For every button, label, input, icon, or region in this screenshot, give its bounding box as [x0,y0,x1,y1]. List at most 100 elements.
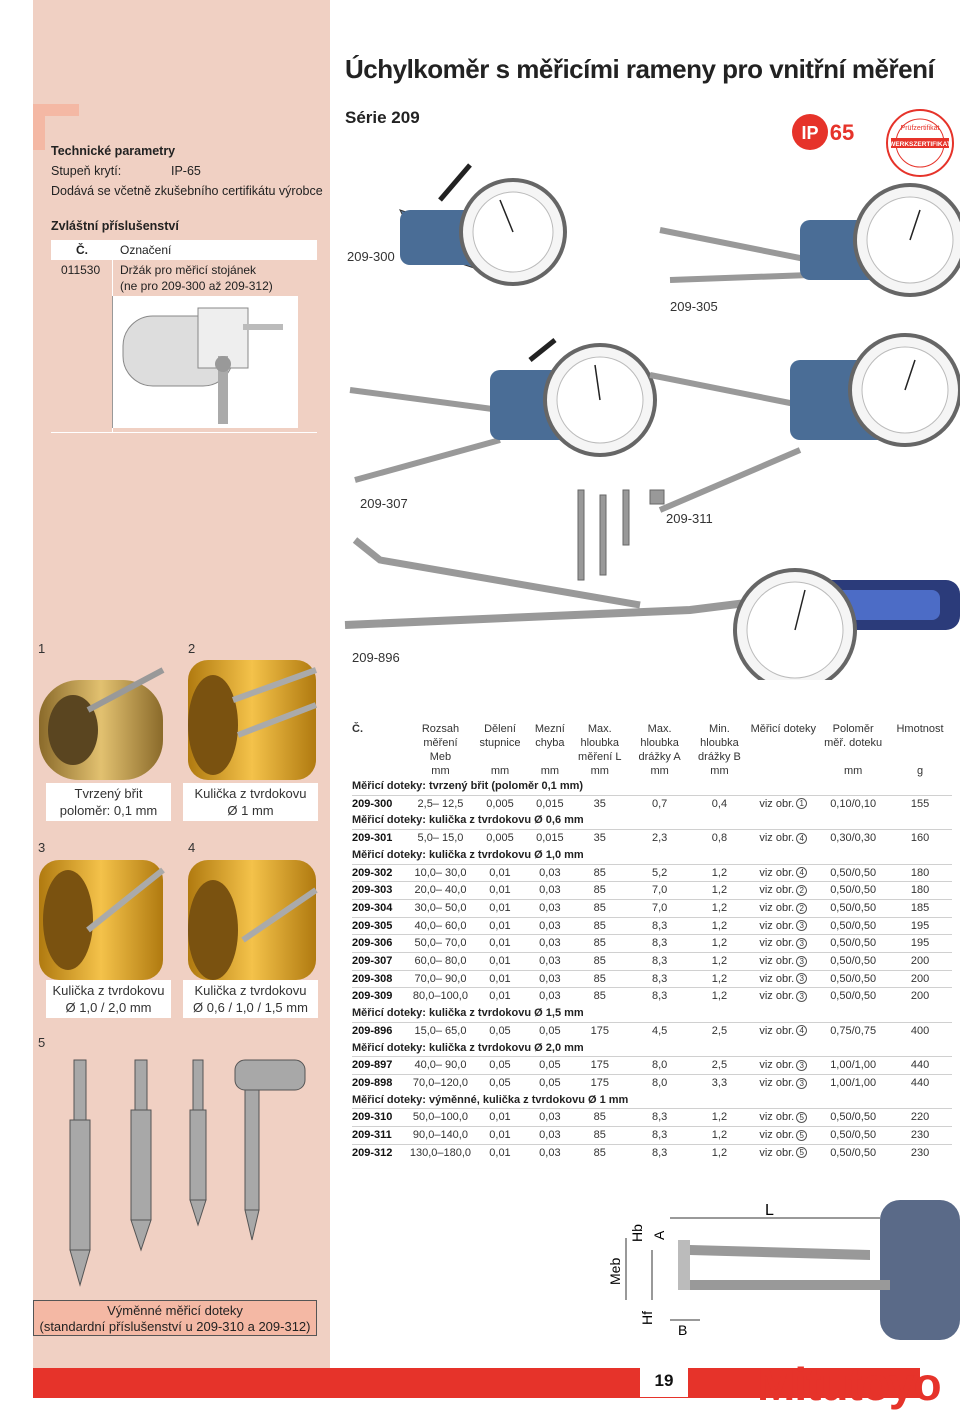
figure-number-circle: 3 [796,920,808,932]
gauge-209-307-icon [349,338,657,483]
spec-cell-2: 0,01 [471,863,529,882]
model-label-209-311: 209-311 [666,511,713,526]
spec-header-9: Hmotnost [896,723,944,735]
spec-cell-5: 8,3 [628,1143,691,1162]
spec-section-title: Měřicí doteky: kulička z tvrdokovu Ø 1,5… [352,1007,584,1020]
spec-unit-8: mm [843,765,863,777]
spec-cell-8: 0,50/0,50 [818,952,889,971]
spec-cell-5: 8,3 [628,969,691,988]
spec-cell-6: 1,2 [690,863,749,882]
spec-cell-4: 85 [570,952,629,971]
spec-cell-8: 0,75/0,75 [818,1021,889,1040]
spec-cell-2: 0,005 [471,829,529,847]
dim-Hf: Hf [639,1311,655,1325]
spec-cell-6: 1,2 [690,934,749,953]
certificate-note: Dodává se včetně zkušebního certifikátu … [51,184,323,198]
figure-number-circle: 2 [796,902,808,914]
spec-contact-ref: viz obr.5 [748,1108,819,1127]
spec-cell-6: 1,2 [690,881,749,900]
spec-cell-4: 85 [570,916,629,935]
gauge-209-896-icon [344,537,960,680]
spec-cell-1: 70,0– 90,0 [409,969,472,988]
spec-cell-6: 1,2 [690,1143,749,1162]
spec-section-title: Měřicí doteky: kulička z tvrdokovu Ø 1,0… [352,848,584,861]
figure-number-circle: 3 [796,973,808,985]
spec-cell-1: 5,0– 15,0 [409,829,472,847]
spec-contact-ref: viz obr.3 [748,1073,819,1092]
spec-cell-2: 0,005 [471,794,529,813]
spec-contact-ref: viz obr.3 [748,969,819,988]
spec-unit-3: mm [540,765,560,777]
spec-cell-4: 85 [570,863,629,882]
contact-2-icon [188,660,318,780]
spec-section-title: Měřicí doteky: kulička z tvrdokovu Ø 0,6… [352,814,584,827]
spec-cell-8: 0,50/0,50 [818,987,889,1006]
spec-cell-1: 15,0– 65,0 [409,1021,472,1040]
spec-cell-0: 209-312 [352,1143,410,1162]
spec-cell-6: 1,2 [690,916,749,935]
spec-cell-1: 50,0–100,0 [409,1108,472,1127]
spec-cell-3: 0,05 [528,1056,571,1075]
acc-col-name: Označení [120,243,172,257]
figure-number-circle: 4 [796,867,808,879]
spec-contact-ref: viz obr.4 [748,863,819,882]
spec-cell-1: 80,0–100,0 [409,987,472,1006]
spec-cell-0: 209-311 [352,1126,410,1145]
spec-section-title: Měřicí doteky: tvrzený břit (poloměr 0,1… [352,780,584,792]
spec-cell-0: 209-898 [352,1073,410,1092]
spec-contact-ref: viz obr.3 [748,916,819,935]
spec-cell-4: 85 [570,1126,629,1145]
spec-contact-ref: viz obr.3 [748,1056,819,1075]
accessory-heading: Zvláštní příslušenství [51,219,179,233]
spec-cell-8: 0,50/0,50 [818,916,889,935]
spec-cell-2: 0,05 [471,1073,529,1092]
spec-cell-3: 0,03 [528,969,571,988]
series-title: Série 209 [345,108,420,127]
acc-item-no: 011530 [61,263,101,277]
spec-cell-0: 209-306 [352,934,410,953]
spec-cell-3: 0,03 [528,898,571,918]
brand-logo: Mitutoyo [757,1358,942,1410]
spec-unit-4: mm [590,765,609,777]
spec-contact-ref: viz obr.2 [748,898,819,918]
corner-mark [33,104,79,150]
spec-cell-2: 0,01 [471,881,529,900]
spec-cell-6: 1,2 [690,1126,749,1145]
spec-cell-1: 60,0– 80,0 [409,952,472,971]
holder-image [112,296,298,428]
spec-section-title: Měřicí doteky: výměnné, kulička z tvrdok… [352,1093,629,1106]
spec-cell-3: 0,015 [528,829,571,847]
spec-cell-5: 8,3 [628,987,691,1006]
spec-cell-2: 0,05 [471,1021,529,1040]
gauge-product-images [344,163,960,680]
ip-label: IP [801,123,818,143]
spec-cell-5: 8,3 [628,934,691,953]
dim-L: L [765,1202,774,1219]
spec-cell-6: 2,5 [690,1056,749,1075]
spec-contact-ref: viz obr.1 [748,794,819,813]
tech-heading: Technické parametry [51,144,176,158]
dim-Meb: Meb [607,1258,623,1285]
spec-cell-0: 209-308 [352,969,410,988]
spec-cell-9: 195 [888,934,952,953]
spec-cell-4: 85 [570,934,629,953]
spec-cell-0: 209-305 [352,916,410,935]
spec-cell-6: 1,2 [690,1108,749,1127]
figure-number-circle: 3 [796,1059,808,1071]
figure-number-circle: 5 [796,1147,808,1159]
